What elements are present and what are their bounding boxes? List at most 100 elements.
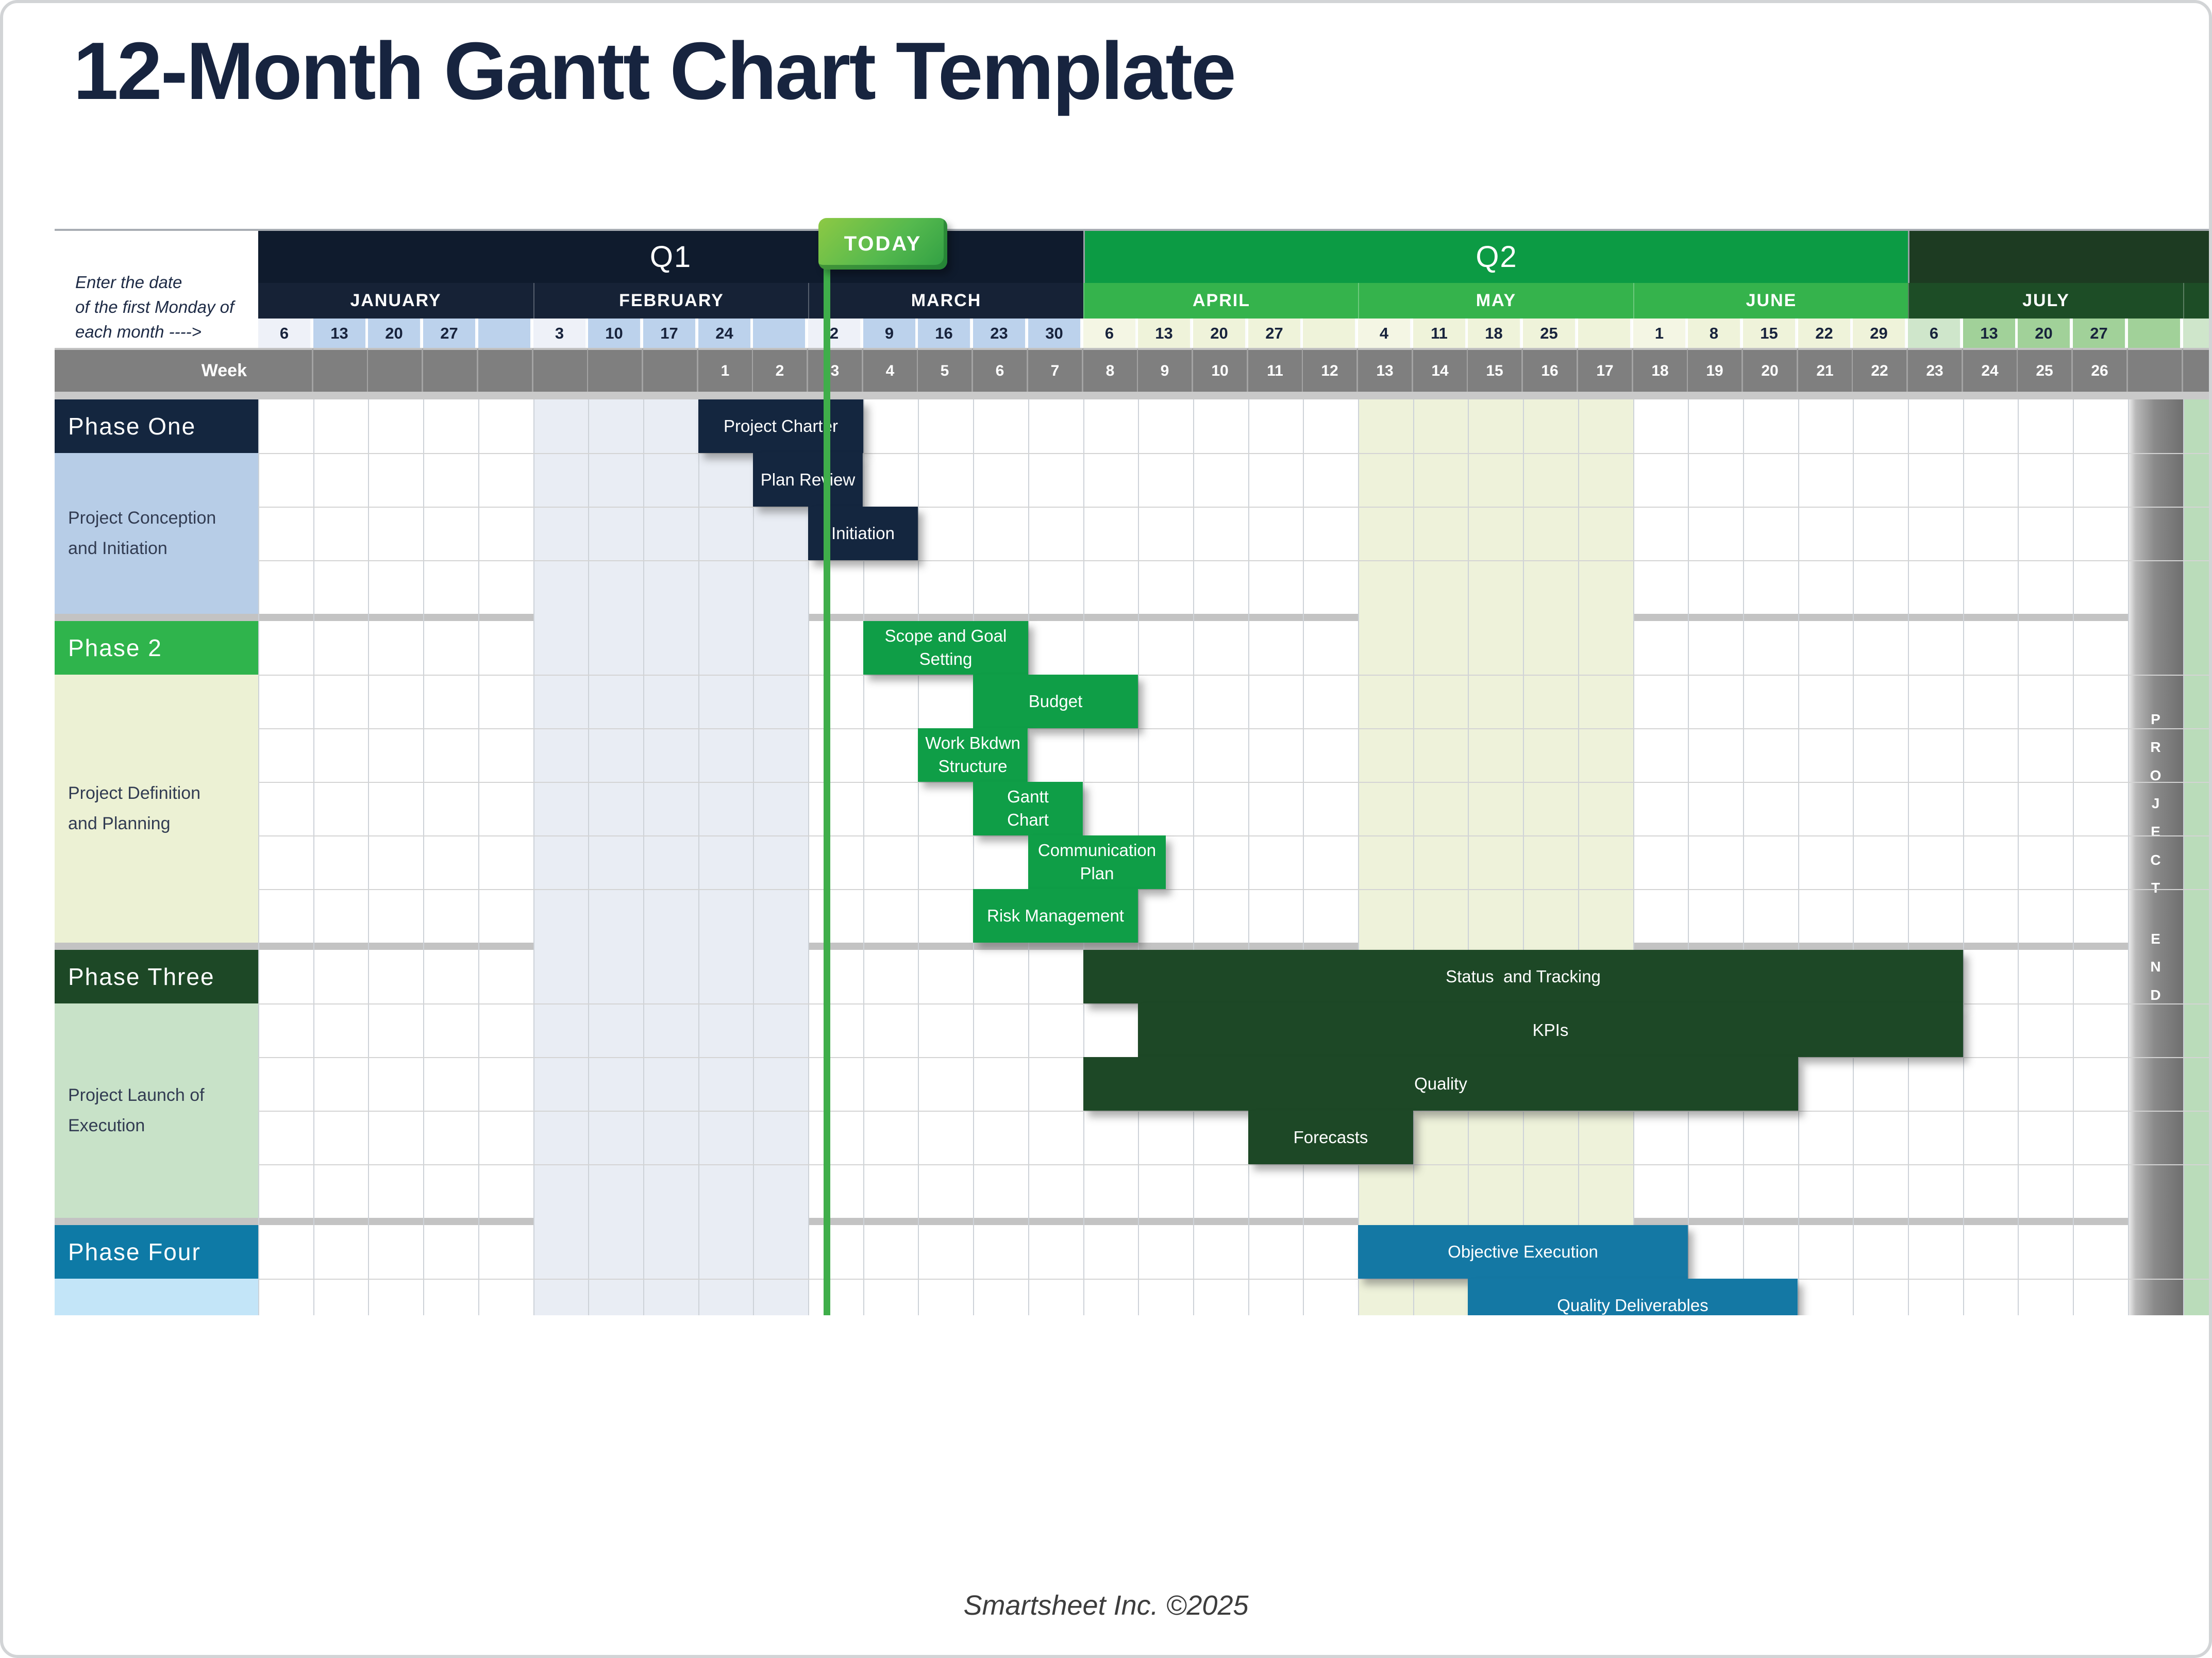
week-cell: 14 (1413, 348, 1468, 392)
gantt-bar[interactable]: Quality Deliverables (1468, 1279, 1798, 1315)
date-cell[interactable]: 13 (1138, 319, 1192, 348)
date-cell[interactable]: 8 (1688, 319, 1741, 348)
gantt-bar[interactable]: Quality (1083, 1057, 1798, 1111)
week-cell (313, 348, 368, 392)
week-cell (478, 348, 533, 392)
date-cell[interactable] (753, 319, 807, 348)
month-band-august (2183, 283, 2209, 319)
date-cell[interactable]: 18 (1468, 319, 1521, 348)
grid-line-vertical (1688, 399, 1689, 1315)
date-cell[interactable]: 27 (1248, 319, 1302, 348)
week-cell: 4 (863, 348, 918, 392)
quarter-label: Q1 (649, 240, 692, 274)
date-cell[interactable]: 17 (643, 319, 697, 348)
grid-line-vertical (1853, 399, 1854, 1315)
date-cell[interactable]: 23 (973, 319, 1027, 348)
week-cell: 25 (2018, 348, 2073, 392)
phase-header-cell: Phase 2 (55, 621, 258, 675)
grid-line-vertical (1248, 399, 1249, 1315)
gantt-bar[interactable]: Objective Execution (1358, 1225, 1688, 1279)
week-cell (258, 348, 313, 392)
row-line (258, 1164, 2209, 1165)
gantt-bar[interactable]: Work Bkdwn Structure (918, 728, 1028, 782)
grid-line-vertical (698, 399, 699, 1315)
gantt-bar[interactable]: Communication Plan (1028, 835, 1166, 889)
date-cell[interactable] (2128, 319, 2182, 348)
grid-line-vertical (1963, 399, 1964, 1315)
row-line (258, 675, 2209, 676)
month-label: MARCH (911, 291, 982, 310)
gantt-bar[interactable]: KPIs (1138, 1003, 1963, 1057)
grid-line-vertical (643, 399, 644, 1315)
date-cell[interactable]: 9 (863, 319, 917, 348)
date-cell[interactable]: 20 (368, 319, 422, 348)
date-cell[interactable]: 22 (1798, 319, 1852, 348)
date-cell[interactable]: 6 (1083, 319, 1137, 348)
phase-header-cell: Phase One (55, 399, 258, 453)
week-cell: 19 (1688, 348, 1743, 392)
first-monday-note: Enter the date of the first Monday of ea… (75, 270, 234, 344)
date-cell[interactable]: 20 (2018, 319, 2071, 348)
phase-side-label-cell: Project Launch of Execution (55, 1003, 258, 1218)
gantt-bar[interactable]: Gantt Chart (973, 782, 1083, 835)
month-band-MAY: MAY (1358, 283, 1633, 319)
phase-header-cell: Phase Four (55, 1225, 258, 1279)
date-cell[interactable]: 1 (1633, 319, 1687, 348)
date-cell[interactable]: 15 (1743, 319, 1797, 348)
date-cell[interactable] (1578, 319, 1632, 348)
gantt-bar[interactable]: Scope and Goal Setting (863, 621, 1028, 675)
grid-line-vertical (973, 399, 974, 1315)
month-shading (2183, 399, 2209, 1315)
week-cell: 12 (1303, 348, 1358, 392)
quarter-band-q2: Q2 (1083, 231, 1908, 283)
date-cell[interactable] (2183, 319, 2209, 348)
week-cell: 23 (1908, 348, 1963, 392)
date-cell[interactable]: 20 (1193, 319, 1247, 348)
week-row-gap (55, 392, 2209, 399)
grid-line-vertical (1413, 399, 1414, 1315)
gantt-bar[interactable]: Budget (973, 675, 1138, 728)
date-cell[interactable]: 4 (1358, 319, 1412, 348)
week-cell: 1 (698, 348, 753, 392)
row-line (258, 507, 2209, 508)
date-cell[interactable]: 6 (258, 319, 312, 348)
grid-line-vertical (313, 399, 314, 1315)
gantt-bar[interactable]: Project Charter (698, 399, 863, 453)
date-cell[interactable]: 2 (808, 319, 862, 348)
note-line: Enter the date (75, 273, 182, 292)
date-cell[interactable]: 27 (423, 319, 477, 348)
date-cell[interactable]: 13 (1963, 319, 2017, 348)
gantt-bar[interactable]: Forecasts (1248, 1111, 1413, 1164)
week-cell (643, 348, 698, 392)
date-cell[interactable]: 6 (1908, 319, 1962, 348)
date-cell[interactable] (478, 319, 532, 348)
grid-line-vertical (2128, 399, 2129, 1315)
gantt-bar[interactable]: Risk Management (973, 889, 1138, 943)
date-cell[interactable]: 25 (1523, 319, 1577, 348)
gantt-bar[interactable]: Plan Review (753, 453, 863, 507)
gantt-bar[interactable]: Status and Tracking (1083, 950, 1963, 1003)
month-label: JUNE (1746, 291, 1797, 310)
phase-header-cell: Phase Three (55, 950, 258, 1003)
date-cell[interactable]: 29 (1853, 319, 1906, 348)
date-cell[interactable] (1303, 319, 1356, 348)
week-cell: 8 (1083, 348, 1138, 392)
date-cell[interactable]: 30 (1028, 319, 1082, 348)
date-cell[interactable]: 3 (533, 319, 587, 348)
date-cell[interactable]: 16 (918, 319, 971, 348)
date-cell[interactable]: 13 (313, 319, 367, 348)
date-cell[interactable]: 10 (588, 319, 642, 348)
week-cell: 7 (1028, 348, 1083, 392)
grid-line-vertical (1908, 399, 1909, 1315)
date-cell[interactable]: 24 (698, 319, 752, 348)
date-cell[interactable]: 27 (2073, 319, 2126, 348)
grid-line-vertical (1743, 399, 1744, 1315)
phase-separator (55, 1218, 2209, 1225)
row-line (258, 782, 2209, 783)
quarter-label: Q2 (1476, 240, 1518, 274)
page-title: 12-Month Gantt Chart Template (73, 26, 1236, 116)
date-cell[interactable]: 11 (1413, 319, 1467, 348)
row-line (258, 453, 2209, 454)
